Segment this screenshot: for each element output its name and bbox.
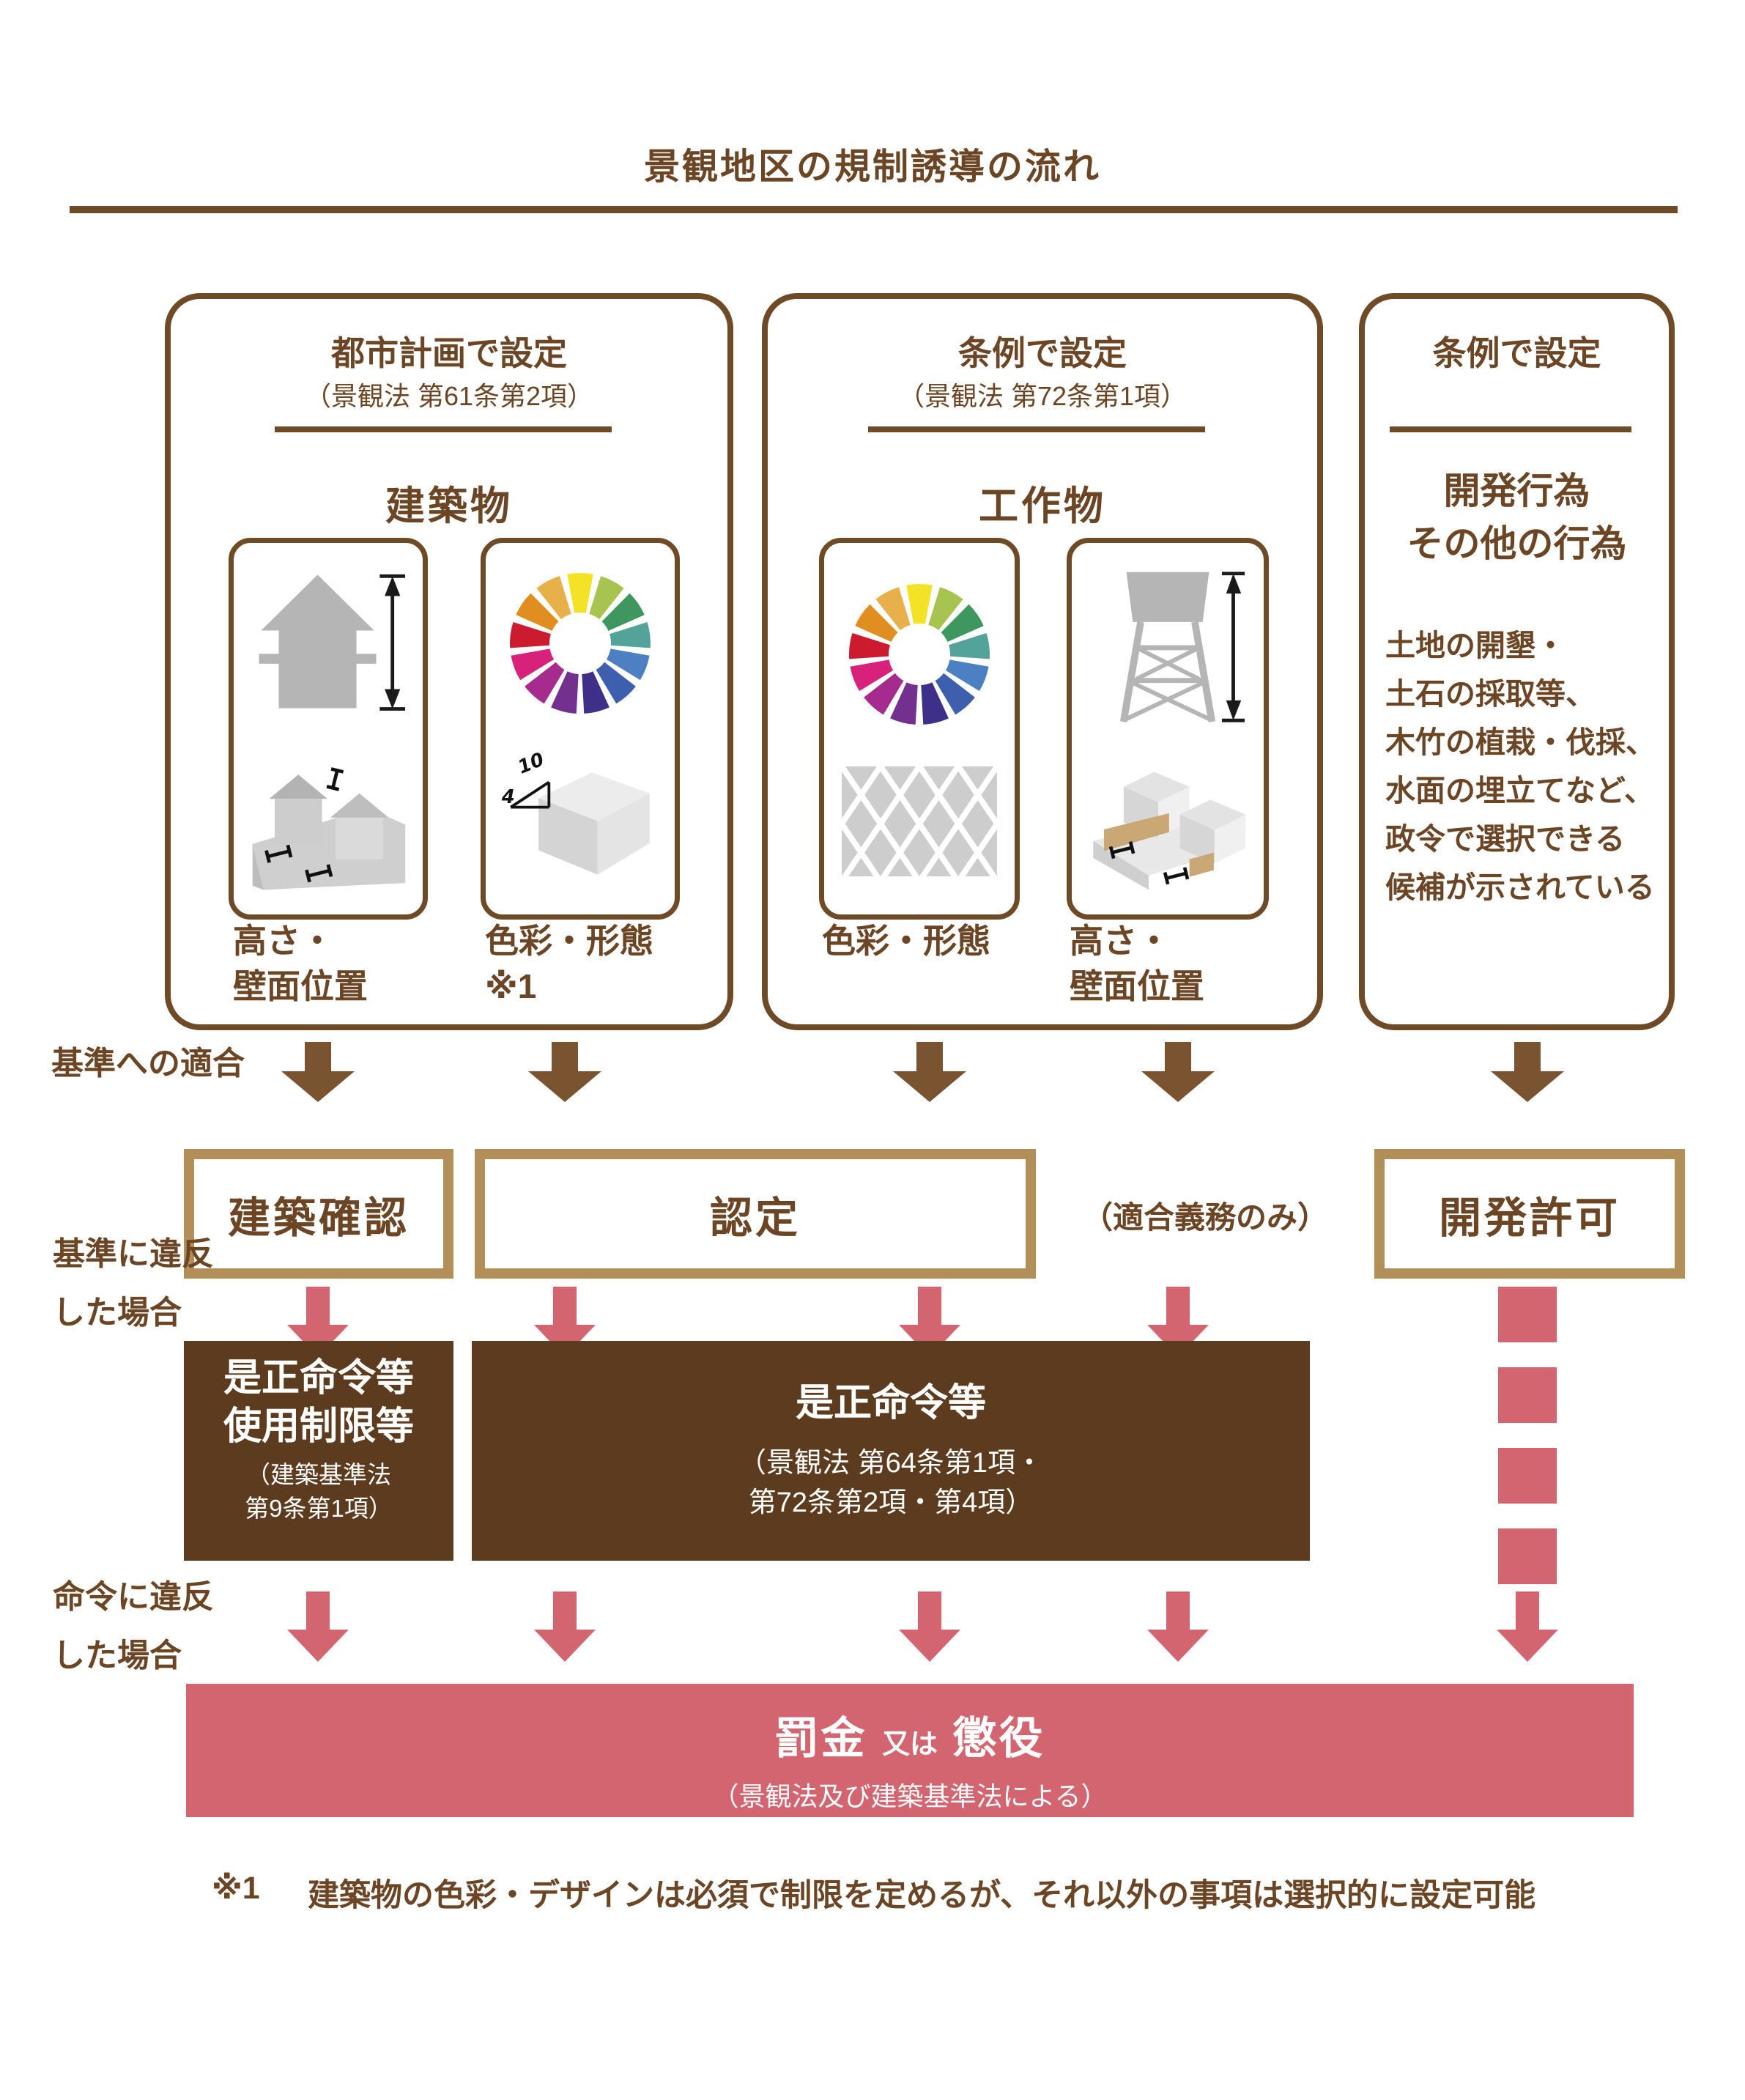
penalty-law: （景観法及び建築基準法による） (712, 1781, 1108, 1811)
building-confirmation-box: 建築確認 (184, 1149, 453, 1279)
development-permit-label: 開発許可 (1438, 1194, 1620, 1242)
height-wall-card (229, 538, 428, 920)
dashed-arrow-segment (1498, 1287, 1557, 1342)
structure-category: 工作物 (979, 484, 1106, 528)
down-arrow-icon (528, 1042, 601, 1102)
footnote-text: 建築物の色彩・デザインは必須で制限を定めるが、それ以外の事項は選択的に設定可能 (308, 1878, 1536, 1913)
building-divider (275, 426, 612, 432)
violate-standard-label: 基準に違反 した場合 (53, 1236, 214, 1331)
approval-box: 認定 (475, 1149, 1036, 1279)
correction-order-law1: （景観法 第64条第1項・ (738, 1448, 1043, 1479)
down-arrow-icon (899, 1287, 960, 1357)
houses-setback-icon (252, 767, 406, 890)
color-wheel-icon (848, 584, 990, 725)
development-header: 条例で設定 (1432, 334, 1601, 372)
correction-order-box: 是正命令等 （景観法 第64条第1項・ 第72条第2項・第4項） (472, 1341, 1310, 1561)
approval-label: 認定 (709, 1194, 801, 1242)
correction-law2: 第9条第1項） (245, 1495, 393, 1522)
down-arrow-icon (1491, 1042, 1564, 1102)
fit-standard-label: 基準への適合 (51, 1046, 245, 1082)
development-permit-box: 開発許可 (1374, 1149, 1685, 1279)
slope-rise-value: 10 (515, 748, 547, 778)
down-arrow-icon (1147, 1591, 1209, 1662)
down-arrow-icon (1147, 1287, 1209, 1357)
building-confirmation-label: 建築確認 (227, 1194, 410, 1242)
building-category: 建築物 (385, 484, 513, 528)
structure-height-label: 高さ・ 壁面位置 (1070, 922, 1204, 1005)
development-category: 開発行為 その他の行為 (1407, 470, 1627, 564)
down-arrow-icon (534, 1591, 596, 1662)
color-form-card: 10 4 (481, 538, 680, 920)
structure-law: （景観法 第72条第1項） (897, 381, 1188, 411)
color-wheel-icon (509, 572, 651, 714)
penalty-imprisonment: 懲役 (952, 1714, 1045, 1763)
house-height-icon (259, 574, 406, 711)
dashed-arrow-segment (1498, 1448, 1557, 1504)
house-slope-icon: 10 4 (501, 748, 650, 875)
slope-run-value: 4 (501, 786, 515, 808)
structure-panel: 条例で設定 （景観法 第72条第1項） 工作物 (762, 293, 1323, 1030)
structure-color-label: 色彩・形態 (822, 922, 990, 960)
lattice-pattern-icon (842, 766, 997, 876)
height-wall-label: 高さ・ 壁面位置 (233, 922, 368, 1005)
dashed-arrow-segment (1498, 1367, 1557, 1423)
correction-order-law2: 第72条第2項・第4項） (748, 1487, 1034, 1518)
correction-line1: 是正命令等 (223, 1357, 414, 1400)
structure-divider (868, 426, 1205, 432)
development-panel: 条例で設定 開発行為 その他の行為 土地の開墾・ 土石の採取等、 木竹の植栽・伐… (1359, 293, 1675, 1030)
penalty-box: 罰金 又は 懲役 （景観法及び建築基準法による） (186, 1684, 1634, 1817)
obligation-note: （適合義務のみ） (1081, 1200, 1328, 1235)
houses-wall-icon (1093, 772, 1246, 890)
structure-height-card (1067, 538, 1269, 920)
dashed-arrow-segment (1498, 1528, 1557, 1584)
penalty-title: 罰金 又は 懲役 (186, 1703, 1634, 1767)
down-arrow-icon (287, 1287, 349, 1357)
down-arrow-icon (1497, 1591, 1558, 1662)
violate-order-label: 命令に違反 した場合 (53, 1579, 214, 1674)
structure-color-card (819, 538, 1020, 920)
footnote-marker: ※1 (212, 1871, 260, 1906)
tower-height-icon (1119, 571, 1245, 722)
color-form-label: 色彩・形態 ※1 (485, 922, 653, 1005)
down-arrow-icon (281, 1042, 355, 1102)
down-arrow-icon (899, 1591, 960, 1662)
title-rule (70, 206, 1678, 213)
correction-restriction-box: 是正命令等 使用制限等 （建築基準法 第9条第1項） (184, 1341, 453, 1561)
penalty-or: 又は (881, 1729, 938, 1760)
development-body: 土地の開墾・ 土石の採取等、 木竹の植栽・伐採、 水面の埋立てなど、 政令で選択… (1385, 629, 1656, 904)
correction-law1: （建築基準法 (246, 1461, 391, 1488)
building-header: 都市計画で設定 (331, 334, 567, 372)
building-panel: 都市計画で設定 （景観法 第61条第2項） 建築物 (165, 293, 733, 1030)
correction-order-title: 是正命令等 (795, 1382, 986, 1424)
down-arrow-icon (1141, 1042, 1215, 1102)
page-title: 景観地区の規制誘導の流れ (643, 147, 1101, 187)
correction-line2: 使用制限等 (223, 1405, 414, 1448)
structure-header: 条例で設定 (958, 334, 1127, 372)
penalty-fine: 罰金 (774, 1714, 867, 1763)
development-divider (1390, 426, 1631, 432)
down-arrow-icon (893, 1042, 966, 1102)
building-law: （景観法 第61条第2項） (304, 381, 594, 411)
down-arrow-icon (287, 1591, 349, 1662)
down-arrow-icon (534, 1287, 596, 1357)
